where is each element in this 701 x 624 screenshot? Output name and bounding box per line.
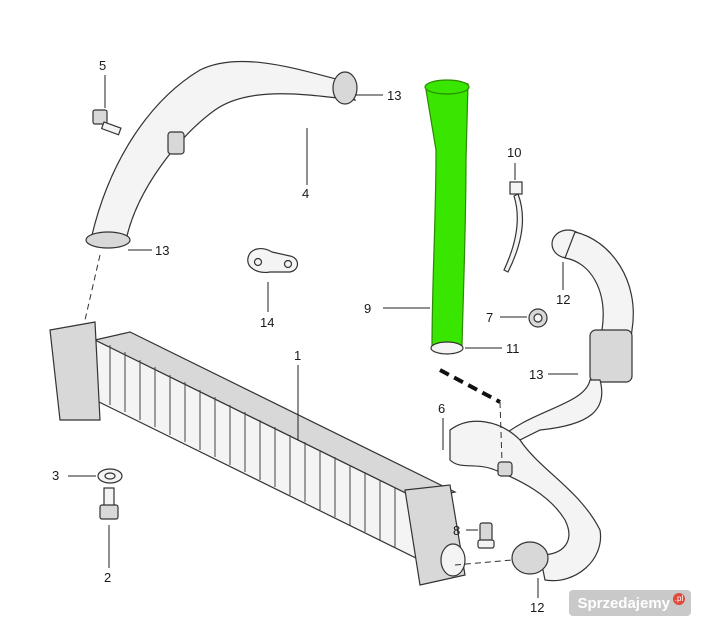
callout-2: 2: [104, 570, 111, 585]
callout-13-right: 13: [529, 367, 543, 382]
callout-11: 11: [506, 341, 520, 356]
tie-strap-10: [503, 181, 524, 273]
callout-9: 9: [364, 301, 371, 316]
hose-9-body: [425, 81, 469, 349]
watermark-text: Sprzedajemy: [577, 594, 670, 612]
leader-lines: [68, 75, 578, 598]
callout-7: 7: [486, 310, 493, 325]
bolt-8: [477, 522, 495, 549]
callout-3: 3: [52, 468, 59, 483]
callout-8: 8: [453, 523, 460, 538]
callout-13-left: 13: [155, 243, 169, 258]
hose-9-top-clamp: [424, 79, 470, 95]
callout-13-top: 13: [387, 88, 401, 103]
callout-12-bottom: 12: [530, 600, 544, 615]
right-hose-assembly: [449, 229, 634, 582]
washer-3: [97, 468, 123, 484]
bolt-5: [92, 109, 122, 136]
bracket-14: [247, 248, 299, 273]
callout-14: 14: [260, 315, 274, 330]
callout-12-right: 12: [556, 292, 570, 307]
intercooler-fins: [109, 345, 396, 547]
intercooler: [49, 321, 466, 586]
callout-1: 1: [294, 348, 301, 363]
watermark-logo: Sprzedajemy .pl: [569, 590, 691, 616]
callout-labels: 5 13 4 13 14 1 3 2 9 10 7 11 12 13 6 8 1…: [52, 58, 570, 615]
bolt-2: [99, 487, 119, 520]
watermark-badge-icon: .pl: [673, 593, 685, 605]
callout-10: 10: [507, 145, 521, 160]
callout-5: 5: [99, 58, 106, 73]
highlighted-hose-9: [424, 79, 470, 355]
nut-7: [528, 308, 548, 328]
upper-air-hose: [85, 60, 358, 249]
callout-6: 6: [438, 401, 445, 416]
callout-4: 4: [302, 186, 309, 201]
